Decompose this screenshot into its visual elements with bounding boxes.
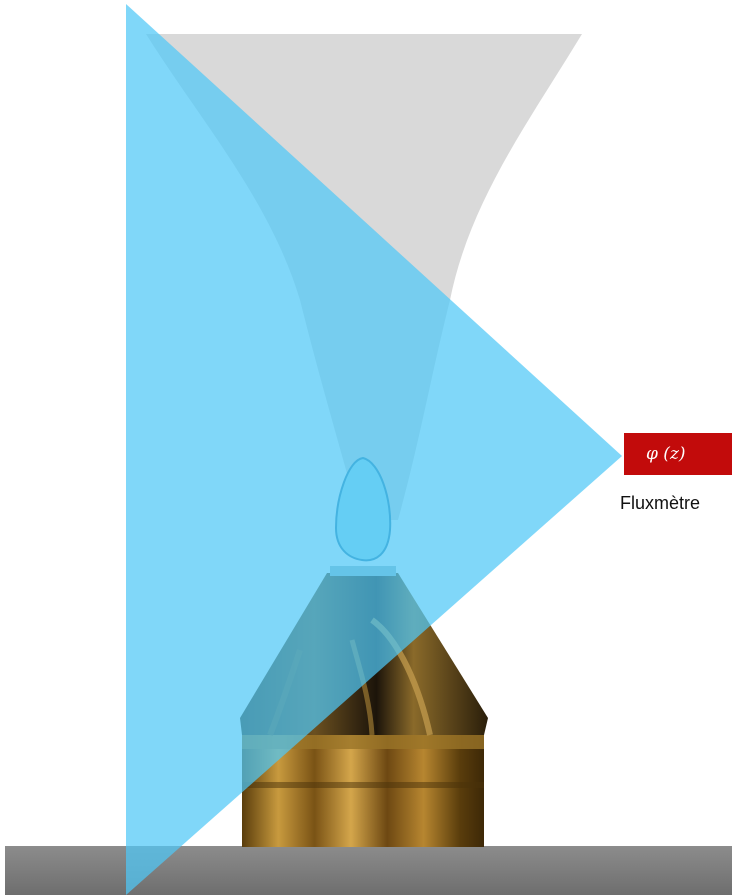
floor-slab	[5, 846, 732, 895]
flux-sensor-label: Fluxmètre	[620, 493, 700, 514]
flux-sensor-box: φ (z)	[624, 433, 732, 475]
flux-symbol: φ (z)	[646, 444, 686, 464]
